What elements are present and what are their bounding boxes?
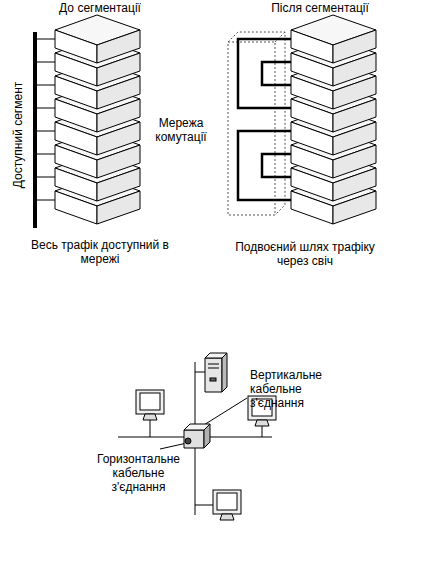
stack-face bbox=[55, 30, 97, 63]
segment-tap bbox=[35, 85, 55, 86]
segment-taps bbox=[35, 39, 55, 200]
stack-face bbox=[333, 30, 376, 63]
label: Вертикальне кабельне з'єднання bbox=[250, 368, 350, 410]
segment-bar bbox=[33, 32, 37, 228]
segment-tap bbox=[35, 177, 55, 178]
label: Подвоєний шлях трафіку через свіч bbox=[235, 240, 375, 268]
segment-tap bbox=[35, 108, 55, 109]
segment-tap bbox=[35, 62, 55, 63]
hub-icon bbox=[184, 424, 210, 448]
stack-face bbox=[291, 30, 333, 63]
label: До сегментації bbox=[40, 1, 160, 15]
label: Доступний сегмент bbox=[11, 55, 25, 215]
label: Горизонтальне кабельне з'єднання bbox=[90, 452, 187, 494]
stack-face bbox=[97, 30, 140, 63]
leader-lines bbox=[160, 398, 247, 449]
server-icon bbox=[205, 353, 227, 392]
label: Мережа комутації bbox=[140, 116, 222, 144]
server-stacks bbox=[55, 15, 376, 224]
switch-box bbox=[228, 32, 285, 215]
segment-tap bbox=[35, 39, 55, 40]
label: Весь трафік доступний в мережі bbox=[25, 238, 175, 266]
segment-tap bbox=[35, 154, 55, 155]
label: Після сегментації bbox=[255, 1, 385, 15]
segment-tap bbox=[35, 200, 55, 201]
switched-paths bbox=[238, 39, 291, 200]
segment-tap bbox=[35, 131, 55, 132]
